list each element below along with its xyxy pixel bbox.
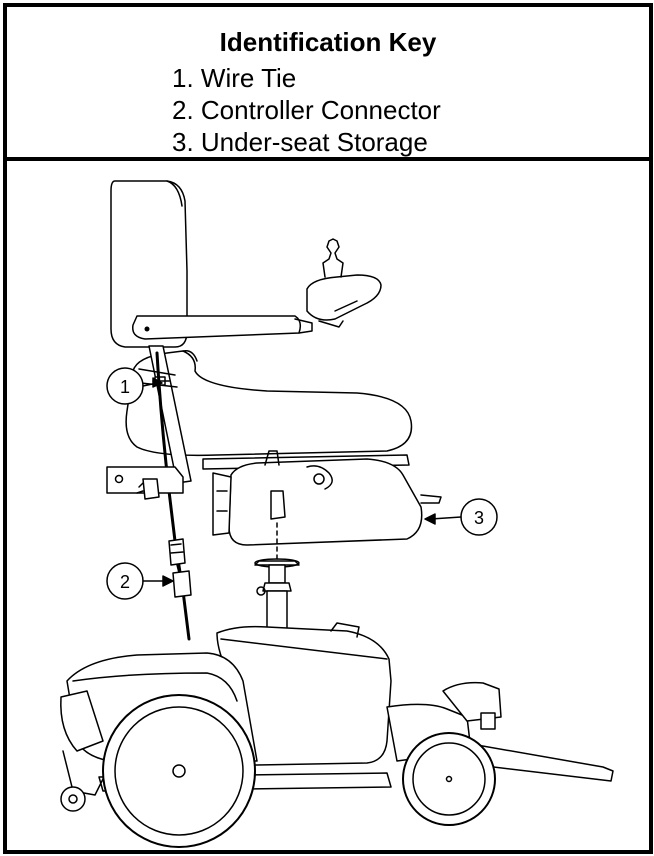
rear-anti-tip-wheel — [60, 750, 104, 812]
armrest — [132, 315, 313, 340]
callout-3-number: 3 — [474, 508, 484, 528]
key-title: Identification Key — [219, 27, 437, 57]
callout-1: 1 — [106, 367, 163, 405]
key-item-under-seat-storage: 3. Under-seat Storage — [172, 127, 428, 157]
anti-tip-rail — [476, 744, 614, 782]
controller-cable — [155, 351, 191, 641]
callout-2-number: 2 — [120, 572, 130, 592]
key-item-wire-tie: 1. Wire Tie — [172, 63, 297, 93]
identification-key: Identification Key 1. Wire Tie 2. Contro… — [7, 7, 649, 161]
front-caster-wheel — [402, 732, 496, 826]
key-item-controller-connector: 2. Controller Connector — [172, 95, 441, 125]
seat-back — [110, 180, 188, 348]
figure-frame: Identification Key 1. Wire Tie 2. Contro… — [3, 3, 653, 854]
seat-cushion — [125, 349, 413, 457]
callout-3: 3 — [424, 498, 498, 536]
controller-connector — [168, 538, 192, 598]
callout-1-number: 1 — [120, 377, 130, 397]
wheelchair-diagram: 1 2 3 — [7, 161, 649, 850]
seat-post — [254, 558, 300, 639]
drive-wheel — [102, 694, 256, 848]
callout-2: 2 — [106, 562, 174, 600]
joystick-controller — [306, 238, 382, 328]
